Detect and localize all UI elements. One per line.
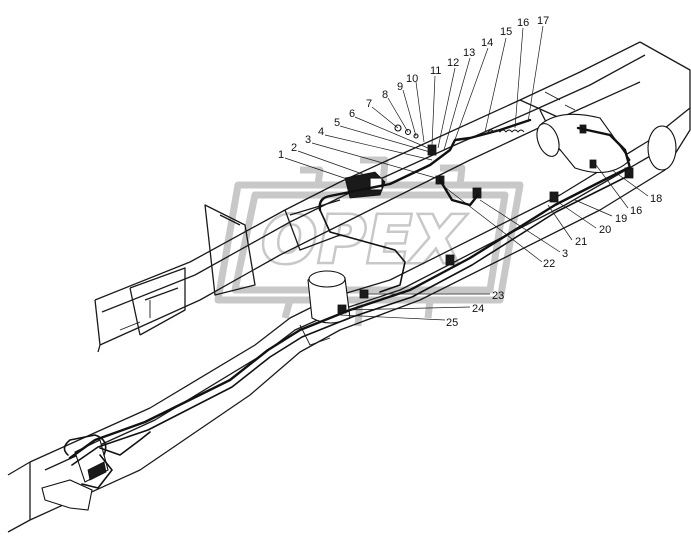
- watermark-gear-outline: [214, 181, 524, 304]
- callout-20: 20: [599, 224, 611, 236]
- leader-16a: [514, 27, 524, 129]
- leader-6: [354, 116, 429, 149]
- leader-22: [441, 184, 543, 263]
- front-end: [7, 299, 101, 533]
- leader-15: [484, 37, 507, 133]
- leader-8: [387, 97, 409, 133]
- callouts: 1 2 3 4 5 6 7 8 9 10 11 12 13 14 15 16 1…: [278, 15, 662, 329]
- branch-to-22: [438, 178, 480, 207]
- callout-2: 2: [291, 142, 297, 154]
- callout-3b: 3: [562, 248, 568, 260]
- cross-member-middle: [204, 204, 256, 296]
- leader-2: [297, 150, 369, 177]
- fitting-11: [427, 144, 437, 156]
- callout-22: 22: [543, 258, 555, 270]
- callout-13: 13: [463, 47, 475, 59]
- callout-4: 4: [318, 126, 324, 138]
- valves: [41, 124, 634, 511]
- right-rail-top: [94, 41, 641, 301]
- leader-3b: [479, 199, 561, 253]
- coil-hose: [487, 129, 525, 133]
- callout-5: 5: [334, 117, 340, 129]
- leader-3a: [311, 142, 437, 179]
- callout-24: 24: [472, 303, 484, 315]
- callout-14: 14: [481, 37, 493, 49]
- callout-12: 12: [447, 57, 459, 69]
- callout-1: 1: [278, 149, 284, 161]
- rear-air-tank-end: [536, 123, 560, 157]
- leader-11: [431, 75, 436, 146]
- callout-10: 10: [406, 73, 418, 85]
- leader-19: [574, 199, 613, 217]
- leader-20: [554, 199, 597, 229]
- leader-21: [547, 204, 573, 241]
- pipes: [63, 118, 632, 489]
- rear-end-circle: [647, 125, 677, 171]
- callout-16a: 16: [517, 17, 529, 29]
- leader-17: [527, 25, 544, 123]
- callout-23: 23: [492, 290, 504, 302]
- callout-7: 7: [366, 98, 372, 110]
- front-bracket: [41, 479, 93, 511]
- leader-1: [284, 157, 351, 181]
- right-rail-inner: [101, 54, 646, 313]
- callout-9: 9: [397, 81, 403, 93]
- callout-17: 17: [537, 15, 549, 27]
- front-cable: [99, 431, 151, 456]
- leader-13: [443, 57, 471, 151]
- leader-9: [402, 89, 417, 137]
- main-brake-line-2: [71, 174, 631, 466]
- leader-25: [339, 314, 446, 321]
- frame-details: [119, 91, 621, 346]
- leader-16b: [595, 164, 629, 209]
- leader-12: [437, 67, 456, 149]
- callout-21: 21: [575, 236, 587, 248]
- main-brake-line-1: [68, 166, 630, 460]
- rear-tank-line: [576, 126, 632, 170]
- callout-25: 25: [446, 317, 458, 329]
- leader-18: [611, 169, 649, 197]
- callout-15: 15: [500, 26, 512, 38]
- callout-19: 19: [615, 213, 627, 225]
- fitting-21: [549, 191, 559, 203]
- callout-6: 6: [349, 108, 355, 120]
- upper-line: [318, 118, 532, 212]
- mid-air-tank-top: [308, 270, 346, 288]
- leader-5: [339, 125, 431, 153]
- left-rail-bottom: [29, 169, 666, 521]
- leader-10: [415, 81, 425, 143]
- leader-24: [344, 306, 471, 311]
- callout-8: 8: [382, 89, 388, 101]
- fitting-mid: [445, 254, 455, 266]
- callout-11: 11: [430, 65, 441, 77]
- loop-line: [319, 209, 406, 293]
- leader-lines: [284, 25, 649, 321]
- leader-7: [371, 106, 399, 129]
- front-loop: [63, 434, 113, 489]
- leader-4: [324, 134, 433, 161]
- callout-16b: 16: [630, 205, 642, 217]
- leader-14: [451, 47, 489, 149]
- fitting-23: [359, 289, 369, 299]
- callout-3a: 3: [305, 134, 311, 146]
- left-rail-top: [29, 139, 651, 463]
- fitting-16b: [589, 159, 597, 169]
- callout-18: 18: [650, 193, 662, 205]
- cross-member-front: [129, 267, 186, 336]
- front-valve-detail: [87, 461, 107, 481]
- cross-member-mid2: [284, 199, 341, 251]
